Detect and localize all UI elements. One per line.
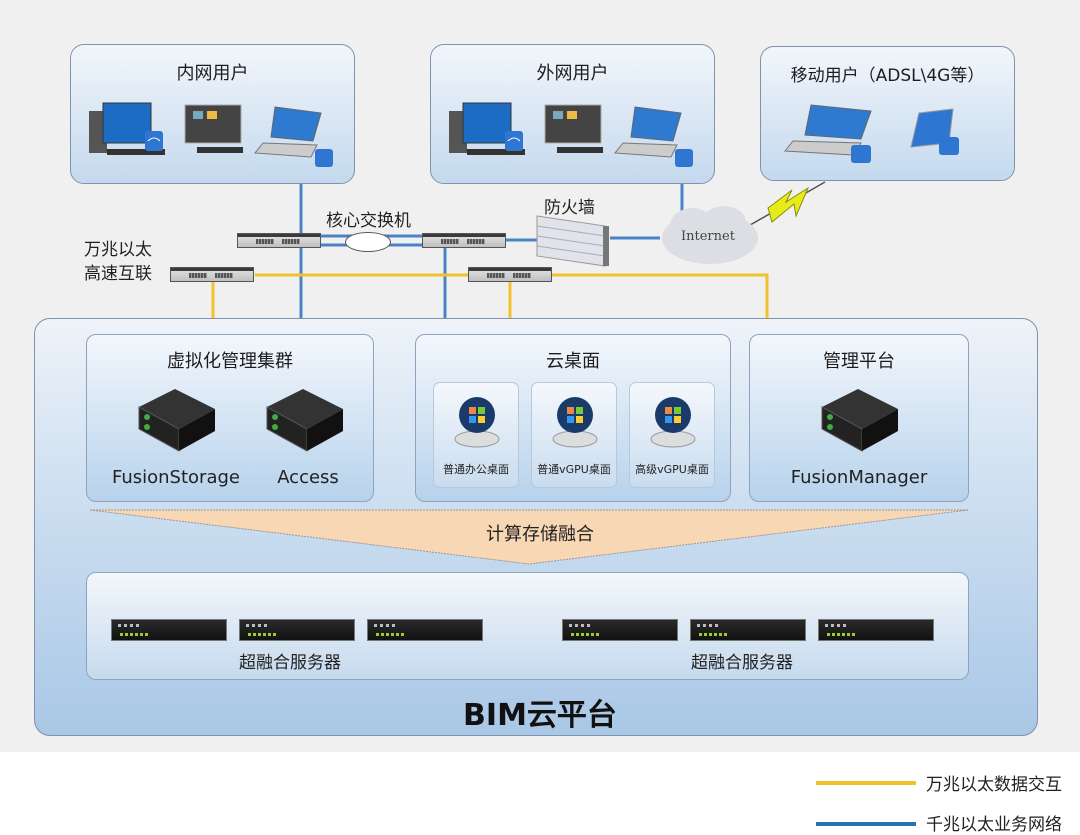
legend-ten-gig-swatch	[816, 781, 916, 785]
firewall-label: 防火墙	[544, 198, 595, 218]
extranet-devices	[449, 102, 693, 167]
wifi-badge-icon	[145, 131, 163, 151]
hyperconverged-server-rack	[690, 619, 806, 641]
desktop-card-advanced-vgpu[interactable]: 高级vGPU桌面	[629, 382, 715, 488]
internet-label: Internet	[681, 229, 735, 244]
extranet-users-title: 外网用户	[536, 63, 609, 84]
desktop-computer-icon	[449, 102, 525, 155]
management-platform-title: 管理平台	[823, 351, 895, 372]
intranet-users-title: 内网用户	[176, 63, 249, 84]
legend-gig-swatch	[816, 822, 916, 826]
extranet-users-box: 外网用户	[430, 44, 715, 184]
fusionmanager-label: FusionManager	[790, 467, 928, 488]
server-group-label-left: 超融合服务器	[239, 653, 341, 673]
desktop-computer-icon	[89, 102, 165, 155]
hyperconverged-server-rack	[818, 619, 934, 641]
mobile-users-title: 移动用户（ADSL\4G等）	[790, 66, 985, 86]
tablet-icon	[910, 108, 959, 155]
server-tower-icon	[266, 389, 343, 452]
core-switch-label: 核心交换机	[326, 211, 411, 231]
server-tower-icon	[821, 389, 898, 452]
core-switch-ring-icon	[345, 232, 391, 252]
hyperconverged-server-rack	[111, 619, 227, 641]
fusionstorage-label: FusionStorage	[111, 467, 240, 488]
firewall-icon	[536, 215, 609, 267]
laptop-icon	[614, 106, 693, 167]
ten-gig-switch-left	[170, 267, 254, 282]
virtualization-cluster-box: 虚拟化管理集群 FusionStorage Access	[86, 334, 374, 502]
hyperconverged-server-rack	[239, 619, 355, 641]
interconnect-label-line1: 万兆以太	[84, 240, 152, 260]
platform-title: BIM云平台	[463, 698, 617, 733]
management-platform-box: 管理平台 FusionManager	[749, 334, 969, 502]
lightning-bolt-icon	[767, 186, 810, 223]
cloud-desktop-title: 云桌面	[546, 351, 600, 372]
windows-desktop-icon	[454, 397, 500, 448]
virtualization-cluster-title: 虚拟化管理集群	[167, 351, 293, 372]
desktop-card-office[interactable]: 普通办公桌面	[433, 382, 519, 488]
mobile-users-box: 移动用户（ADSL\4G等）	[760, 46, 1015, 181]
convergence-label: 计算存储融合	[486, 524, 594, 545]
intranet-users-box: 内网用户	[70, 44, 355, 184]
windows-desktop-icon	[552, 397, 598, 448]
mobile-devices	[784, 104, 959, 163]
legend-gig-label: 千兆以太业务网络	[926, 815, 1062, 835]
windows-desktop-icon	[650, 397, 696, 448]
interconnect-label: 万兆以太 高速互联	[84, 238, 152, 286]
ten-gig-switch-right	[468, 267, 552, 282]
access-label: Access	[277, 467, 339, 488]
all-in-one-pc-icon	[544, 104, 603, 153]
hyperconverged-server-rack	[367, 619, 483, 641]
core-switch-left	[237, 233, 321, 248]
server-tower-icon	[138, 389, 215, 452]
wifi-badge-icon	[505, 131, 523, 151]
interconnect-label-line2: 高速互联	[84, 264, 152, 284]
laptop-icon	[784, 104, 872, 163]
desktop-advanced-vgpu-label: 高级vGPU桌面	[635, 463, 709, 476]
core-switch-right	[422, 233, 506, 248]
server-group-label-right: 超融合服务器	[691, 653, 793, 673]
laptop-icon	[254, 106, 333, 167]
ten-gig-line-right	[552, 273, 769, 318]
intranet-devices	[89, 102, 333, 167]
internet-cloud-icon	[662, 206, 758, 264]
convergence-arrow	[89, 509, 969, 565]
legend-ten-gig-label: 万兆以太数据交互	[926, 775, 1062, 795]
hyperconverged-server-rack	[562, 619, 678, 641]
all-in-one-pc-icon	[184, 104, 243, 153]
desktop-card-vgpu[interactable]: 普通vGPU桌面	[531, 382, 617, 488]
desktop-vgpu-label: 普通vGPU桌面	[537, 463, 611, 476]
desktop-office-label: 普通办公桌面	[443, 463, 509, 476]
